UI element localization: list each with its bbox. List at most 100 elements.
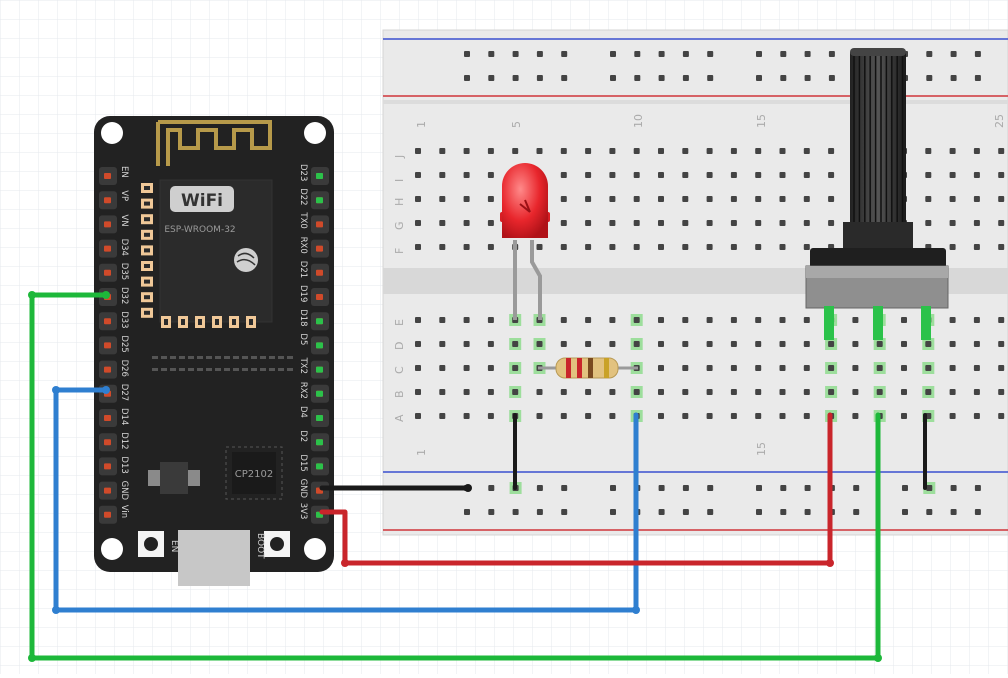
breadboard-hole [633,172,640,178]
breadboard-hole [439,148,446,154]
header-pin-left[interactable] [104,269,111,276]
header-pin-left[interactable] [104,221,111,228]
breadboard-hole [487,148,494,154]
breadboard-hole [463,341,470,347]
breadboard-hole [658,389,664,395]
breadboard-hole [755,148,762,154]
header-pin-left[interactable] [104,197,111,204]
rail-hole [926,51,933,57]
left-pin-label: D27 [119,384,129,401]
left-pin-label: D33 [119,311,129,328]
header-pin-right[interactable] [316,245,323,252]
breadboard-hole [415,389,421,395]
rail-hole [488,509,495,515]
header-pin-left[interactable] [104,173,111,179]
right-pin-label: D5 [298,333,308,345]
header-pin-right[interactable] [316,221,323,228]
module-pads [141,183,256,328]
breadboard-hole [439,413,446,419]
breadboard-hole [463,244,470,250]
rail-hole [780,485,787,491]
rail-hole [950,485,957,491]
breadboard-hole [852,413,859,419]
breadboard-hole [512,365,519,371]
breadboard-hole [706,413,713,419]
header-pin-left[interactable] [104,245,111,252]
usb-connector[interactable] [178,530,250,586]
right-pin-label: RX2 [298,382,308,399]
breadboard-hole [779,341,786,347]
mount-hole-tl [101,122,123,144]
breadboard-hole [803,220,810,226]
rail-hole [536,485,543,491]
header-pin-left[interactable] [104,415,111,421]
header-pin-left[interactable] [104,511,111,518]
pot-pin-2 [873,306,883,340]
header-pin-left[interactable] [104,439,111,446]
breadboard-hole [682,389,689,395]
breadboard-hole [828,148,835,154]
breadboard-hole [949,244,956,250]
col-label-1: 1 [415,121,428,128]
breadboard-hole [706,365,713,371]
breadboard-hole [585,172,592,178]
breadboard-hole [585,196,592,202]
header-pin-right[interactable] [316,294,323,300]
breadboard-hole [682,341,689,347]
left-pin-label: D35 [119,263,129,280]
right-pin-label: TX2 [298,357,308,374]
breadboard-hole [585,244,592,250]
breadboard-hole [487,365,494,371]
breadboard-hole [512,389,519,395]
breadboard-hole [779,172,786,178]
breadboard-hole [998,389,1005,395]
breadboard-hole [439,172,446,178]
rail-hole [536,509,543,515]
breadboard-hole [949,220,956,226]
resistor [538,357,638,379]
breadboard-hole [901,365,907,371]
breadboard-hole [560,317,567,323]
breadboard-hole [949,148,956,154]
breadboard-hole [973,148,980,154]
breadboard-hole [998,413,1005,419]
breadboard-hole [609,148,616,154]
header-pin-left[interactable] [104,318,111,325]
breadboard-hole [633,244,640,250]
breadboard-hole [998,172,1005,178]
breadboard-hole [463,317,470,323]
col-label-15: 15 [755,114,768,128]
breadboard-hole [439,244,446,250]
header-pin-right[interactable] [316,269,323,276]
left-pin-label: Vin [119,505,129,518]
rail-hole [926,75,933,81]
breadboard-hole [803,413,810,419]
left-pin-label: VP [119,190,129,201]
breadboard-hole [560,172,567,178]
header-pin-left[interactable] [104,463,111,470]
breadboard-hole [658,365,664,371]
breadboard-hole [560,148,567,154]
right-pin-label: 3V3 [298,503,308,520]
rail-hole [488,75,495,81]
breadboard-hole [779,317,786,323]
breadboard-hole [609,389,616,395]
breadboard-hole [609,317,616,323]
header-pin-left[interactable] [104,342,111,349]
left-pin-label: D25 [119,335,129,352]
rail-hole [464,51,470,57]
breadboard-hole [682,220,689,226]
breadboard-hole [682,172,689,178]
mount-hole-tr [304,122,326,144]
breadboard-hole [585,389,592,395]
smd-components [152,356,293,371]
breadboard-hole [755,389,762,395]
rail-hole [707,75,714,81]
header-pin-left[interactable] [104,366,111,373]
breadboard-hole [949,365,956,371]
breadboard-hole [706,220,713,226]
breadboard-hole [658,317,664,323]
breadboard-hole [925,196,932,202]
header-pin-left[interactable] [104,487,111,494]
chip-label: CP2102 [235,469,273,480]
